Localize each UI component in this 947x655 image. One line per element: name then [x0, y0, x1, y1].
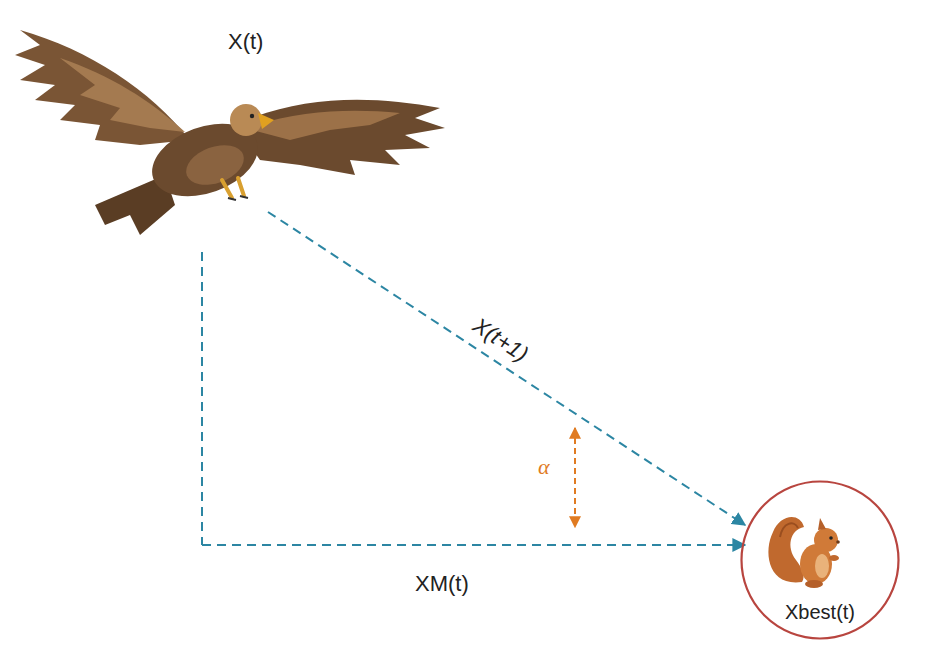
- xm-path-arrow: [202, 544, 745, 546]
- target-label: Xbest(t): [785, 601, 855, 624]
- position-label: X(t): [228, 30, 263, 54]
- target-circle: Xbest(t): [740, 480, 900, 640]
- next-position-arrow: [268, 212, 745, 525]
- xm-label: XM(t): [415, 572, 469, 596]
- squirrel: [768, 517, 839, 588]
- next-position-label: X(t+1): [468, 313, 532, 366]
- alpha-arrow: [574, 428, 576, 527]
- vertical-guide: [201, 252, 203, 545]
- eagle: [15, 30, 445, 235]
- alpha-label: α: [538, 455, 550, 479]
